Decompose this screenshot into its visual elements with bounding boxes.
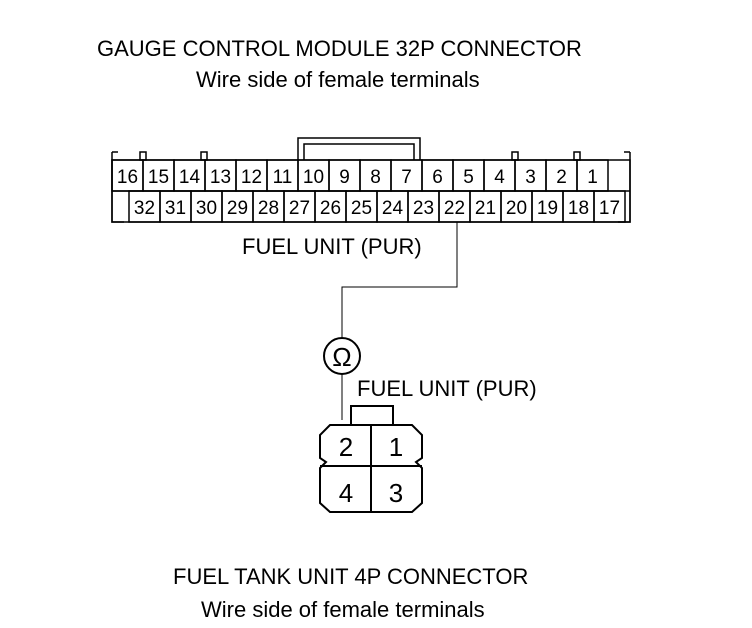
gcm-terminal-8: 8 bbox=[370, 167, 381, 188]
gcm-terminal-32: 32 bbox=[134, 198, 155, 219]
gcm-terminal-24: 24 bbox=[382, 198, 404, 219]
gcm-terminal-2: 2 bbox=[556, 167, 567, 188]
gcm-terminal-1: 1 bbox=[587, 167, 598, 188]
gcm-terminal-21: 21 bbox=[475, 198, 496, 219]
gcm-terminal-6: 6 bbox=[432, 167, 443, 188]
gcm-terminal-25: 25 bbox=[351, 198, 372, 219]
gcm-terminal-31: 31 bbox=[165, 198, 186, 219]
gcm-terminal-9: 9 bbox=[339, 167, 350, 188]
gcm-terminal-27: 27 bbox=[289, 198, 310, 219]
gcm-terminal-14: 14 bbox=[179, 167, 201, 188]
gcm-terminal-18: 18 bbox=[568, 198, 589, 219]
gcm-terminal-3: 3 bbox=[525, 167, 536, 188]
gcm-terminal-29: 29 bbox=[227, 198, 248, 219]
gcm-terminal-16: 16 bbox=[117, 167, 138, 188]
gcm-terminal-26: 26 bbox=[320, 198, 341, 219]
gcm-terminal-17-cell bbox=[593, 190, 626, 223]
tank-terminals: 2 1 4 3 bbox=[339, 432, 403, 508]
tank-probe-label: FUEL UNIT (PUR) bbox=[357, 376, 537, 401]
gcm-connector-subtitle: Wire side of female terminals bbox=[196, 67, 480, 92]
ohm-symbol: Ω bbox=[332, 342, 351, 372]
gcm-terminal-13: 13 bbox=[210, 167, 231, 188]
gcm-terminal-20: 20 bbox=[506, 198, 527, 219]
tank-terminal-3: 3 bbox=[389, 478, 403, 508]
gcm-probe-label: FUEL UNIT (PUR) bbox=[242, 234, 422, 259]
gcm-terminal-19: 19 bbox=[537, 198, 558, 219]
gcm-terminal-7: 7 bbox=[401, 167, 412, 188]
fuel-tank-4p-connector bbox=[319, 405, 423, 513]
gcm-terminal-22: 22 bbox=[444, 198, 465, 219]
gcm-terminal-4: 4 bbox=[494, 167, 505, 188]
tank-terminal-1: 1 bbox=[389, 432, 403, 462]
tank-terminal-4: 4 bbox=[339, 478, 353, 508]
gcm-terminal-28: 28 bbox=[258, 198, 279, 219]
gcm-connector-title: GAUGE CONTROL MODULE 32P CONNECTOR bbox=[97, 36, 582, 61]
probe-wire bbox=[341, 222, 458, 420]
tank-terminal-2: 2 bbox=[339, 432, 353, 462]
tank-connector-title: FUEL TANK UNIT 4P CONNECTOR bbox=[173, 564, 529, 589]
gcm-terminal-15: 15 bbox=[148, 167, 169, 188]
gcm-terminal-17: 17 bbox=[599, 198, 620, 219]
gcm-terminal-23: 23 bbox=[413, 198, 434, 219]
ohmmeter-icon: Ω bbox=[323, 337, 361, 375]
gcm-terminal-11: 11 bbox=[273, 167, 293, 188]
tank-connector-subtitle: Wire side of female terminals bbox=[201, 597, 485, 622]
gcm-terminal-30: 30 bbox=[196, 198, 217, 219]
gcm-terminal-12: 12 bbox=[241, 167, 262, 188]
gcm-terminal-10: 10 bbox=[303, 167, 324, 188]
gcm-terminal-5: 5 bbox=[463, 167, 474, 188]
